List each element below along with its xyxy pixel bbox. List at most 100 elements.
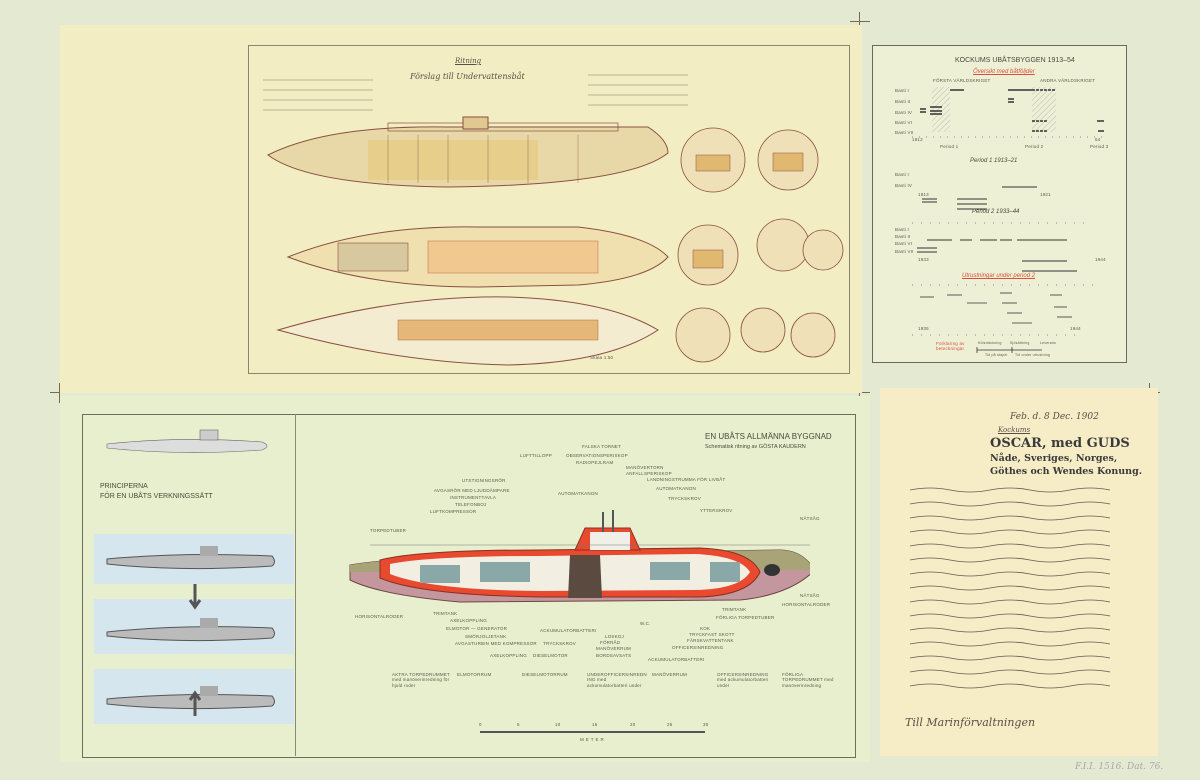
timeline-title: KOCKUMS UBÅTSBYGGEN 1913–54 <box>955 57 1075 64</box>
part-label: FÖRRÅD <box>600 640 621 645</box>
part-label: HORISONTALRODER <box>782 602 831 607</box>
legend-item: Sjösättning <box>1010 341 1030 345</box>
row-label: Basti VII <box>895 130 914 135</box>
refits-heading: Utrustningar under period 2 <box>962 273 1036 279</box>
timeline-marks <box>912 87 1107 353</box>
part-label: TORPEDTUBER <box>370 528 407 533</box>
cutaway-subtitle: Schematisk ritning av GÖSTA KAUDERN <box>705 444 806 450</box>
part-label: BORDSAVSATS <box>596 653 632 658</box>
part-label: TRIMTANK <box>433 611 458 616</box>
overview-heading: Översikt med båtföljder <box>973 69 1035 75</box>
year-tick: 1944 <box>1070 326 1081 331</box>
year-tick: 1912 <box>912 137 923 142</box>
letter-heading-1: OSCAR, med GUDS <box>990 436 1130 451</box>
drawing-title: Förslag till Undervattensbåt <box>410 72 525 81</box>
period-label: Period 2 <box>1025 144 1044 149</box>
period2-heading: Period 2 1933–44 <box>972 209 1020 215</box>
ww1-label: FÖRSTA VÄRLDSKRIGET <box>933 78 991 83</box>
principles-illustrations <box>94 429 294 724</box>
row-label: Basti I <box>895 227 909 232</box>
legend-item: Tid under utrustning <box>1015 353 1050 357</box>
part-label: RADIOPEJLRAM <box>576 460 614 465</box>
scale-tick: 10 <box>555 722 561 727</box>
scale-tick: 5 <box>517 722 520 727</box>
submarine-cutaway <box>349 510 810 603</box>
scale-tick: 20 <box>630 722 636 727</box>
row-label: Basti I <box>895 88 909 93</box>
part-label: NÄTSÅG <box>800 516 820 521</box>
legend-item: Kölsträckning <box>978 341 1002 345</box>
kockums-timeline-sheet <box>872 45 1127 363</box>
part-label: AXELKOPPLING <box>490 653 527 658</box>
part-label: W.C. <box>640 621 651 626</box>
part-label: HORISONTALRODER <box>355 614 404 619</box>
part-label: AVGASRÖR MED LJUDDÄMPARE <box>434 488 510 493</box>
poster-frame <box>82 414 856 758</box>
part-label: ACKUMULATORBATTERI <box>648 657 705 662</box>
principles-title-2: FÖR EN UBÅTS VERKNINGSSÄTT <box>100 493 213 500</box>
part-label: KOK <box>700 626 711 631</box>
year-tick: 1944 <box>1095 257 1106 262</box>
part-label: TRYCKSKROV <box>543 641 576 646</box>
period1-heading: Period 1 1913–21 <box>970 158 1018 164</box>
part-label: DIESELMOTOR <box>533 653 568 658</box>
part-label: OFFICERSINREDNING <box>672 645 724 650</box>
part-label: TRYCKSKROV <box>668 496 701 501</box>
part-label: LANDNINGSTRUMMA FÖR LIVBÅT <box>647 477 726 482</box>
row-label: Basti I <box>895 172 909 177</box>
row-label: Basti VI <box>895 120 913 125</box>
row-label: Basti VI <box>895 241 913 246</box>
letter-address: Till Marinförvaltningen <box>905 716 1036 729</box>
part-label: FÄRSKVATTENTANK <box>687 638 734 643</box>
legend-item: Leverans <box>1040 341 1056 345</box>
part-label: AUTOMATKANON <box>656 486 696 491</box>
archive-mark: F.I.I. 1516. Dat. 76. <box>1075 762 1164 772</box>
year-tick: 1933 <box>918 257 929 262</box>
compartment-note: DIESELMOTORRUM <box>522 672 568 677</box>
period-label: Period 1 <box>940 144 959 149</box>
ww2-label: ANDRA VÄRLDSKRIGET <box>1040 78 1096 83</box>
scale-unit: METER <box>580 737 606 742</box>
principles-title-1: PRINCIPERNA <box>100 483 148 490</box>
part-label: ANFALLSPERISKOP <box>626 471 672 476</box>
letter-date-note: Feb. d. 8 Dec. 1902 <box>1010 412 1099 422</box>
submarine-plans <box>263 74 844 366</box>
compartment-note: MANÖVERRUM <box>652 672 688 677</box>
row-label: Basti II <box>895 234 911 239</box>
part-label: AUTOMATKANON <box>558 491 598 496</box>
registration-mark <box>850 12 870 32</box>
compartment-note: OFFICERSINREDNING med ackumulatorbatteri… <box>717 672 769 688</box>
part-label: OBSERVATIONSPERISKOP <box>566 453 628 458</box>
part-label: FÖRLIGA TORPEDTUBER <box>716 615 775 620</box>
part-label: SMÖRJOLJETANK <box>465 634 507 639</box>
part-label: FALSKA TORNET <box>582 444 621 449</box>
scale-tick: 30 <box>703 722 709 727</box>
letter-heading-2: Nåde, Sveriges, Norges, <box>990 453 1118 464</box>
part-label: TRYCKFAST SKOTT <box>689 632 735 637</box>
drawing-stamp: Ritning <box>455 57 482 65</box>
scale-tick: 25 <box>667 722 673 727</box>
part-label: LUFTKOMPRESSOR <box>430 509 477 514</box>
legend-item: Tid på stapel <box>985 353 1008 357</box>
drawing-frame <box>248 45 850 374</box>
compartment-note: AKTRA TORPEDRUMMET med manöverinredning … <box>392 672 450 688</box>
part-label: MANÖVERTORN <box>626 465 664 470</box>
year-tick: 1921 <box>1040 192 1051 197</box>
letter-heading-3: Göthes och Wendes Konung. <box>990 466 1143 477</box>
part-label: ELMOTOR — GENERATOR <box>446 626 508 631</box>
part-label: NÄTSÅG <box>800 593 820 598</box>
part-label: UTSTIGNINGSRÖR <box>462 478 506 483</box>
part-label: AVGASTURBIN MED KOMPRESSOR <box>455 641 537 646</box>
row-label: Basti IV <box>895 110 913 115</box>
row-label: Basti VII <box>895 249 914 254</box>
part-label: TRIMTANK <box>722 607 747 612</box>
row-label: Basti IV <box>895 183 913 188</box>
year-tick: 1935 <box>918 326 929 331</box>
part-label: YTTERSKROV <box>700 508 733 513</box>
handwritten-text <box>909 487 1111 689</box>
period-label: Period 3 <box>1090 144 1109 149</box>
legend-label: Förklaring av beteckningar <box>936 341 965 351</box>
part-label: MANÖVERRUM <box>596 646 632 651</box>
part-label: AXELKOPPLING <box>450 618 487 623</box>
scale-tick: 15 <box>592 722 598 727</box>
